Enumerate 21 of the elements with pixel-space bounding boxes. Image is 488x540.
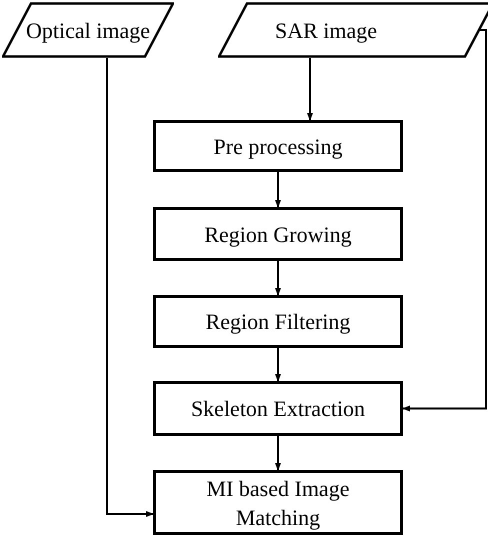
process-box [153,381,403,436]
node-label: MI based Image Matching [206,474,350,532]
node-label: Region Filtering [206,308,350,336]
node-label: Skeleton Extraction [190,395,366,423]
data-parallelogram [218,2,488,58]
process-box [153,207,403,261]
process-box [153,470,403,535]
arrow [275,436,281,471]
arrow [275,172,281,208]
process-box [153,295,403,348]
node-label: SAR image [274,16,378,44]
arrow [402,29,487,412]
node-label: Pre processing [214,132,342,160]
node-label: Region Growing [204,220,352,248]
arrow [275,348,281,382]
node-label: Optical image [26,16,150,44]
data-parallelogram [2,2,174,58]
arrow [275,261,281,296]
arrow [307,58,313,121]
process-box [153,120,403,172]
arrow [106,58,154,517]
